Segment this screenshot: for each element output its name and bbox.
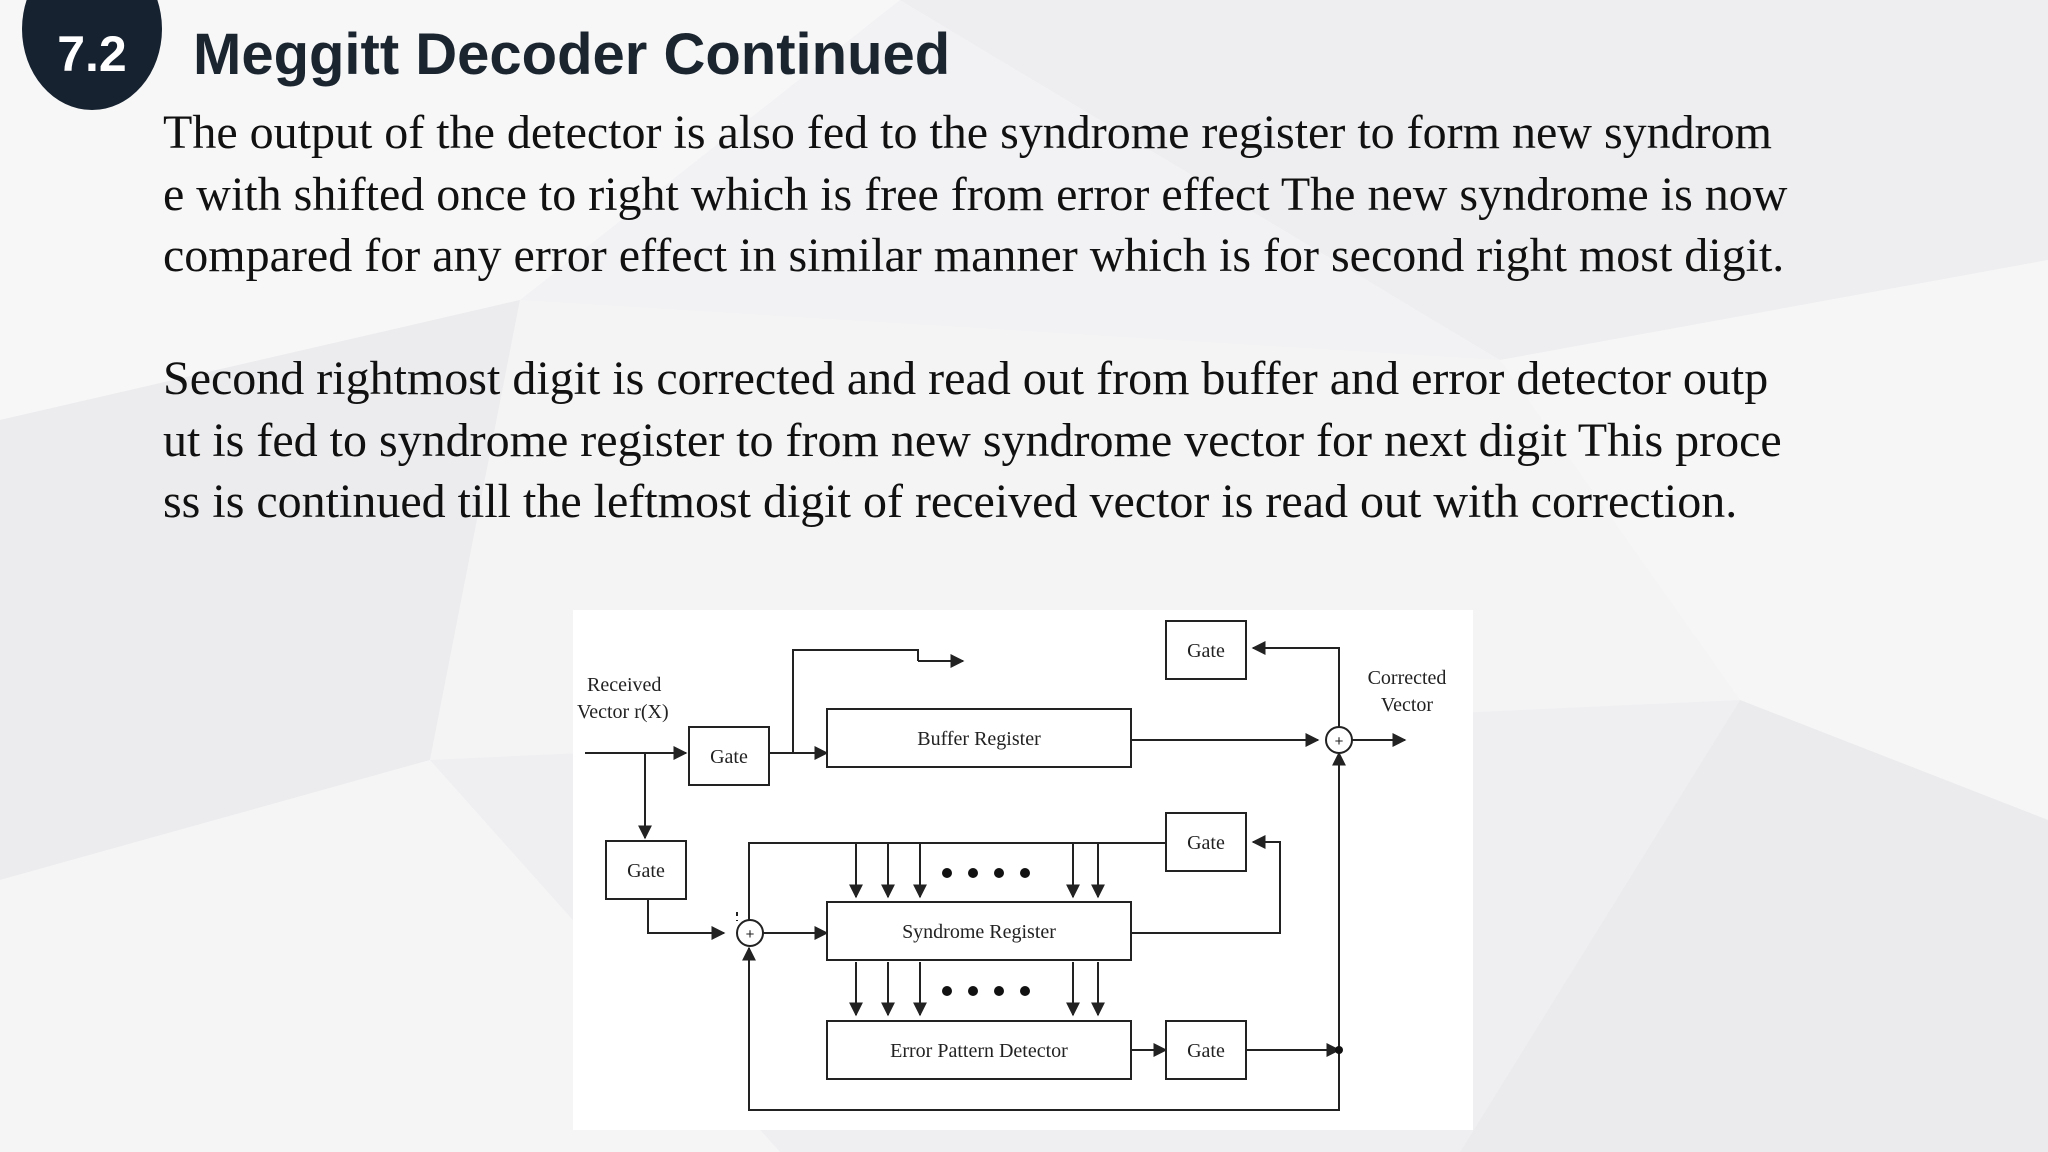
gate-label: Gate bbox=[1187, 1040, 1225, 1062]
junction-dot bbox=[1335, 1046, 1343, 1054]
dot bbox=[1020, 986, 1030, 996]
dot bbox=[994, 986, 1004, 996]
paragraph-2: Second rightmost digit is corrected and … bbox=[163, 348, 1903, 533]
slide-title: Meggitt Decoder Continued bbox=[193, 22, 951, 87]
gate-label: Gate bbox=[1187, 640, 1225, 662]
error-pattern-detector-box bbox=[826, 1020, 1132, 1080]
buffer-register-label: Buffer Register bbox=[917, 728, 1041, 750]
output-label-line2: Vector bbox=[1381, 694, 1434, 716]
input-label-line1: Received bbox=[587, 674, 661, 696]
paragraph-line: compared for any error effect in similar… bbox=[163, 229, 1785, 282]
error-pattern-detector-label: Error Pattern Detector bbox=[890, 1040, 1068, 1062]
gate-input bbox=[688, 726, 770, 786]
dot bbox=[968, 986, 978, 996]
section-number: 7.2 bbox=[57, 26, 127, 82]
gate-label: Gate bbox=[710, 746, 748, 768]
paragraph-line: e with shifted once to right which is fr… bbox=[163, 167, 1788, 221]
dot bbox=[942, 868, 952, 878]
gate-syndrome-input bbox=[605, 840, 687, 900]
gate-detector-output bbox=[1165, 1020, 1247, 1080]
syndrome-adder bbox=[736, 919, 764, 947]
syndrome-register-box bbox=[826, 901, 1132, 961]
paragraph-line: Second rightmost digit is corrected and … bbox=[163, 352, 1769, 405]
dot bbox=[994, 868, 1004, 878]
dot bbox=[968, 868, 978, 878]
adder-symbol: + bbox=[1335, 733, 1344, 750]
gate-label: Gate bbox=[627, 860, 665, 882]
dot bbox=[942, 986, 952, 996]
gate-top-feedback bbox=[1165, 620, 1247, 680]
syndrome-register-label: Syndrome Register bbox=[902, 921, 1056, 943]
dot bbox=[1020, 868, 1030, 878]
gate-syndrome-output bbox=[1165, 812, 1247, 872]
output-label-line1: Corrected bbox=[1368, 667, 1447, 689]
adder-symbol: + bbox=[746, 926, 755, 943]
paragraph-line: The output of the detector is also fed t… bbox=[163, 106, 1772, 159]
buffer-register-box bbox=[826, 708, 1132, 768]
paragraph-1: The output of the detector is also fed t… bbox=[163, 102, 1903, 287]
paragraph-line: ss is continued till the leftmost digit … bbox=[163, 475, 1738, 528]
meggitt-decoder-diagram: Received Vector r(X) Corrected Vector Ga… bbox=[573, 610, 1473, 1130]
input-label-line2: Vector r(X) bbox=[577, 701, 669, 723]
paragraph-line: ut is fed to syndrome register to from n… bbox=[163, 413, 1782, 467]
gate-label: Gate bbox=[1187, 832, 1225, 854]
top-adder bbox=[1325, 726, 1353, 754]
